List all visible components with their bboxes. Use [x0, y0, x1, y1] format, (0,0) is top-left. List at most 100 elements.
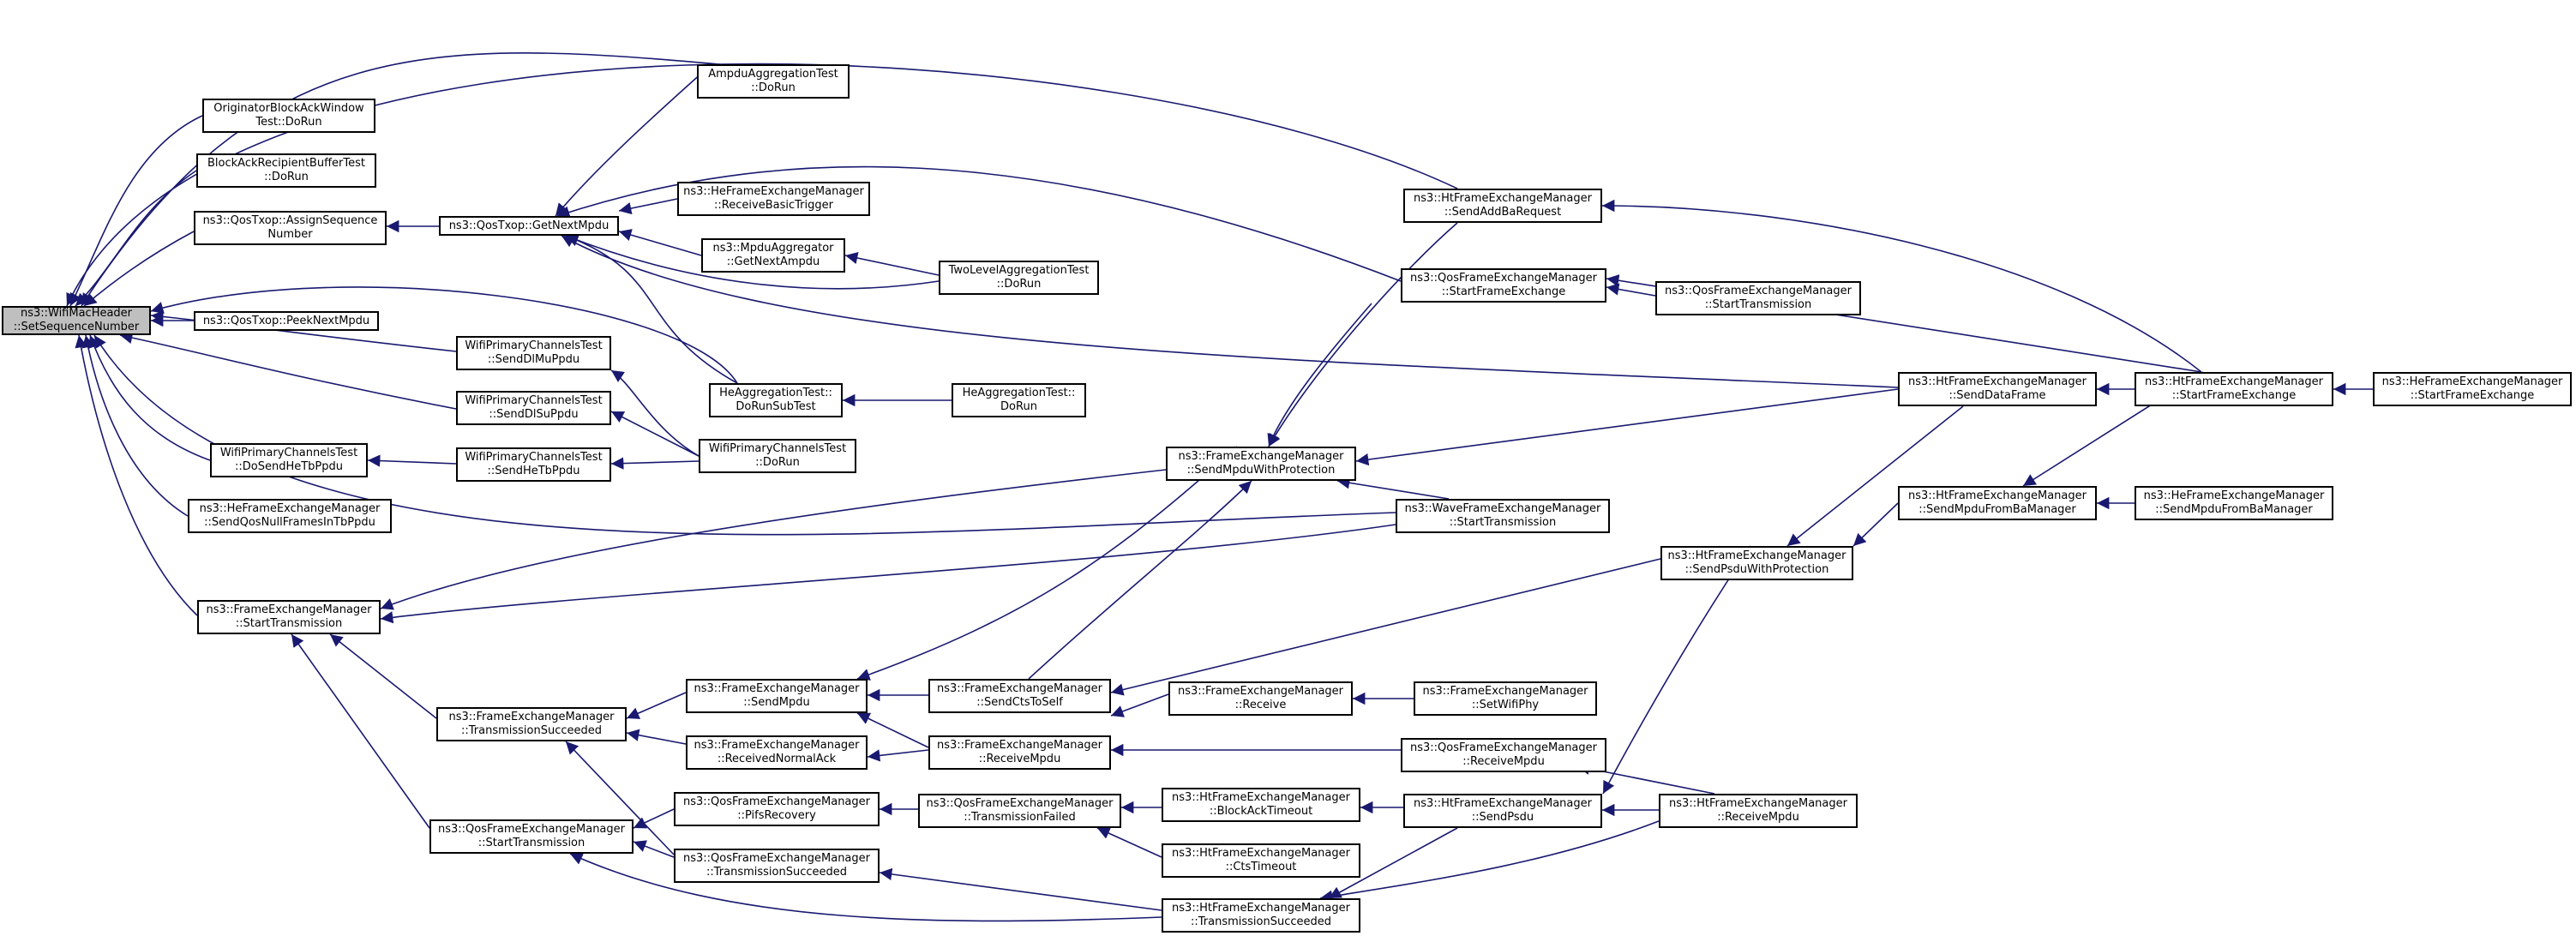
node-label-line: ::TransmissionSucceeded — [706, 866, 848, 879]
node-label-line: WifiPrimaryChannelsTest — [219, 447, 358, 459]
node-label-line: ns3::QosFrameExchangeManager — [1409, 741, 1597, 754]
node-heSendMpduFromBa[interactable]: ns3::HeFrameExchangeManager::SendMpduFro… — [2135, 486, 2333, 520]
call-edge — [329, 633, 437, 719]
node-wpcSendHeTb[interactable]: WifiPrimaryChannelsTest::SendHeTbPpdu — [456, 447, 611, 482]
node-femSendMpduProt[interactable]: ns3::FrameExchangeManager::SendMpduWithP… — [1166, 447, 1356, 481]
node-femRecvNormalAck[interactable]: ns3::FrameExchangeManager::ReceivedNorma… — [686, 735, 868, 770]
node-peeknext[interactable]: ns3::QosTxop::PeekNextMpdu — [194, 311, 379, 331]
node-femSendMpdu[interactable]: ns3::FrameExchangeManager::SendMpdu — [686, 679, 868, 713]
node-wpcDoSendHeTb[interactable]: WifiPrimaryChannelsTest::DoSendHeTbPpdu — [210, 443, 368, 477]
node-wpcSendDlMu[interactable]: WifiPrimaryChannelsTest::SendDlMuPpdu — [456, 336, 611, 370]
node-qfemStartFE[interactable]: ns3::QosFrameExchangeManager::StartFrame… — [1401, 268, 1606, 303]
node-htRecvMpdu[interactable]: ns3::HtFrameExchangeManager::ReceiveMpdu — [1659, 794, 1858, 828]
node-label-line: Number — [267, 228, 313, 241]
node-root[interactable]: ns3::WifiMacHeader::SetSequenceNumber — [2, 306, 151, 335]
node-htSendAddBa[interactable]: ns3::HtFrameExchangeManager::SendAddBaRe… — [1403, 189, 1602, 223]
node-label-line: ns3::FrameExchangeManager — [206, 603, 372, 616]
node-label-line: ::TransmissionFailed — [964, 811, 1076, 824]
node-ampdu[interactable]: AmpduAggregationTest::DoRun — [697, 64, 850, 99]
node-label-line: ::DoRun — [755, 456, 800, 469]
call-edge — [1336, 477, 1450, 500]
node-label-line: ::DoRun — [264, 171, 309, 183]
node-label-line: ::ReceiveMpdu — [1462, 755, 1545, 768]
node-label-line: ::ReceiveMpdu — [1717, 811, 1799, 824]
call-edge — [75, 334, 198, 616]
node-htTxSucc[interactable]: ns3::HtFrameExchangeManager::Transmissio… — [1162, 898, 1360, 933]
node-label-line: ns3::HtFrameExchangeManager — [1172, 902, 1350, 915]
node-label-line: ::SendDlSuPpdu — [489, 408, 579, 421]
node-htCtsTimeout[interactable]: ns3::HtFrameExchangeManager::CtsTimeout — [1162, 843, 1360, 878]
node-label-line: DoRun — [1000, 400, 1037, 413]
node-label-line: ns3::FrameExchangeManager — [1177, 685, 1344, 698]
node-label-line: ns3::QosTxop::GetNextMpdu — [448, 219, 609, 232]
call-edge — [81, 334, 189, 517]
node-htSendDataFrame[interactable]: ns3::HtFrameExchangeManager::SendDataFra… — [1898, 372, 2097, 406]
node-twolevel[interactable]: TwoLevelAggregationTest::DoRun — [939, 261, 1099, 295]
node-femRecvMpdu[interactable]: ns3::FrameExchangeManager::ReceiveMpdu — [928, 735, 1111, 770]
node-label-line: ns3::QosFrameExchangeManager — [926, 797, 1114, 810]
call-edge — [1267, 303, 1372, 447]
node-label-line: ns3::FrameExchangeManager — [936, 682, 1103, 695]
node-barecip[interactable]: BlockAckRecipientBufferTest::DoRun — [196, 153, 376, 188]
node-qfemPifs[interactable]: ns3::QosFrameExchangeManager::PifsRecove… — [674, 792, 880, 826]
node-qfemRecvMpdu[interactable]: ns3::QosFrameExchangeManager::ReceiveMpd… — [1401, 738, 1606, 772]
node-label-line: ns3::FrameExchangeManager — [694, 682, 860, 695]
node-label-line: ns3::QosFrameExchangeManager — [682, 852, 870, 865]
node-wpcSendDlSu[interactable]: WifiPrimaryChannelsTest::SendDlSuPpdu — [456, 391, 611, 425]
node-qfemStartTx[interactable]: ns3::QosFrameExchangeManager::StartTrans… — [429, 819, 633, 854]
node-label-line: AmpduAggregationTest — [708, 68, 838, 81]
node-htSendPsduProt[interactable]: ns3::HtFrameExchangeManager::SendPsduWit… — [1660, 546, 1853, 580]
node-label-line: ns3::WifiMacHeader — [20, 307, 133, 320]
node-htSendPsdu[interactable]: ns3::HtFrameExchangeManager::SendPsdu — [1403, 794, 1602, 828]
node-htBlockAckTimeout[interactable]: ns3::HtFrameExchangeManager::BlockAckTim… — [1162, 788, 1360, 822]
call-edge — [618, 229, 702, 256]
node-label-line: ::SendDlMuPpdu — [487, 353, 580, 366]
node-femSendCts[interactable]: ns3::FrameExchangeManager::SendCtsToSelf — [928, 679, 1111, 713]
node-label-line: ::DoRun — [996, 278, 1042, 291]
node-label-line: ::StartTransmission — [477, 837, 585, 849]
call-edge — [69, 115, 203, 307]
node-label-line: ::SetWifiPhy — [1471, 699, 1540, 711]
call-edge — [1268, 222, 1458, 447]
node-label-line: Test::DoRun — [255, 116, 322, 129]
node-label-line: ns3::HtFrameExchangeManager — [1414, 192, 1592, 205]
node-htSendMpduFromBa[interactable]: ns3::HtFrameExchangeManager::SendMpduFro… — [1898, 486, 2097, 520]
call-edge — [633, 808, 675, 829]
node-heAggSub[interactable]: HeAggregationTest::DoRunSubTest — [709, 383, 843, 417]
call-edge — [1110, 693, 1169, 717]
call-edge — [1110, 558, 1661, 696]
node-qfemTxSucc[interactable]: ns3::QosFrameExchangeManager::Transmissi… — [674, 849, 880, 883]
node-mpduAgg[interactable]: ns3::MpduAggregator::GetNextAmpdu — [701, 238, 845, 273]
node-label-line: ns3::HtFrameExchangeManager — [1908, 489, 2087, 502]
node-heSendQosNull[interactable]: ns3::HeFrameExchangeManager::SendQosNull… — [188, 499, 392, 533]
node-qfemStartTx2[interactable]: ns3::QosFrameExchangeManager::StartTrans… — [1655, 281, 1861, 315]
node-label-line: ns3::QosFrameExchangeManager — [437, 823, 625, 836]
call-edge — [565, 234, 738, 384]
node-heRecvBT[interactable]: ns3::HeFrameExchangeManager::ReceiveBasi… — [677, 182, 870, 216]
node-label-line: ::SendCtsToSelf — [976, 696, 1063, 709]
node-label-line: ::SendDataFrame — [1949, 389, 2046, 402]
call-edge — [150, 286, 738, 384]
call-edge — [569, 853, 1162, 922]
node-heStartFE[interactable]: ns3::HeFrameExchangeManager::StartFrameE… — [2373, 372, 2572, 406]
node-htStartFE[interactable]: ns3::HtFrameExchangeManager::StartFrameE… — [2135, 372, 2333, 406]
node-femTxSucc[interactable]: ns3::FrameExchangeManager::TransmissionS… — [436, 707, 627, 741]
node-heAggRun[interactable]: HeAggregationTest::DoRun — [952, 383, 1086, 417]
call-edge — [555, 63, 712, 217]
node-wpcDoRun[interactable]: WifiPrimaryChannelsTest::DoRun — [699, 439, 856, 473]
node-getnextmpdu[interactable]: ns3::QosTxop::GetNextMpdu — [439, 216, 619, 236]
call-edge — [1852, 502, 1899, 547]
node-label-line: ns3::MpduAggregator — [712, 242, 834, 255]
node-femSetWifiPhy[interactable]: ns3::FrameExchangeManager::SetWifiPhy — [1414, 681, 1597, 716]
node-label-line: ::BlockAckTimeout — [1209, 805, 1313, 818]
node-femReceive[interactable]: ns3::FrameExchangeManager::Receive — [1168, 681, 1353, 716]
node-label-line: ns3::HtFrameExchangeManager — [1172, 791, 1350, 804]
node-label-line: ns3::HtFrameExchangeManager — [1667, 549, 1846, 562]
node-label-line: WifiPrimaryChannelsTest — [465, 339, 603, 352]
node-qfemTxFailed[interactable]: ns3::QosFrameExchangeManager::Transmissi… — [918, 794, 1121, 828]
node-femStartTx[interactable]: ns3::FrameExchangeManager::StartTransmis… — [197, 600, 381, 634]
node-waveStartTx[interactable]: ns3::WaveFrameExchangeManager::StartTran… — [1396, 499, 1610, 533]
